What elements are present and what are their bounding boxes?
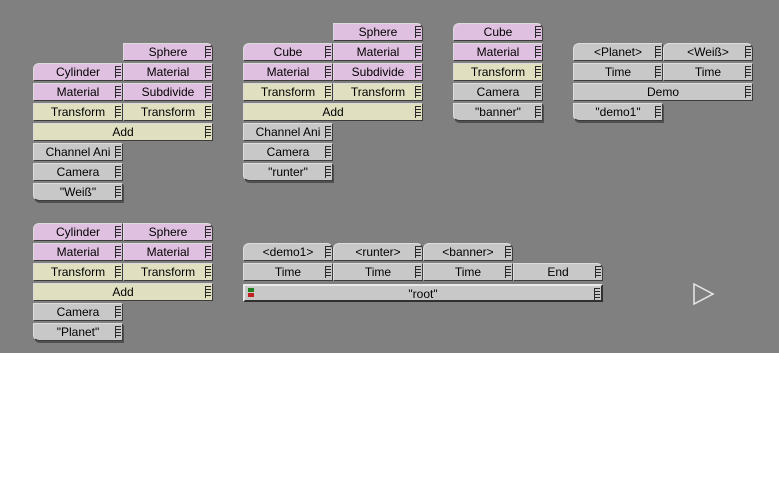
op-camera[interactable]: Camera bbox=[243, 143, 333, 161]
op-material[interactable]: Material bbox=[123, 63, 213, 81]
op-transform[interactable]: Transform bbox=[123, 103, 213, 121]
op-load-banner[interactable]: <banner> bbox=[423, 243, 513, 261]
status-red-icon bbox=[248, 293, 254, 297]
op-cube[interactable]: Cube bbox=[243, 43, 333, 61]
status-green-icon bbox=[248, 288, 254, 292]
op-time[interactable]: Time bbox=[423, 263, 513, 281]
op-sphere[interactable]: Sphere bbox=[333, 23, 423, 41]
op-transform[interactable]: Transform bbox=[453, 63, 543, 81]
op-camera[interactable]: Camera bbox=[33, 163, 123, 181]
op-root[interactable]: "root" bbox=[243, 284, 603, 302]
op-load-planet[interactable]: <Planet> bbox=[573, 43, 663, 61]
op-cylinder[interactable]: Cylinder bbox=[33, 223, 123, 241]
op-store-name[interactable]: "demo1" bbox=[573, 103, 663, 121]
op-store-name[interactable]: "banner" bbox=[453, 103, 543, 121]
op-time[interactable]: Time bbox=[663, 63, 753, 81]
op-cylinder[interactable]: Cylinder bbox=[33, 63, 123, 81]
op-load-demo1[interactable]: <demo1> bbox=[243, 243, 333, 261]
op-demo[interactable]: Demo bbox=[573, 83, 753, 101]
play-icon[interactable] bbox=[692, 282, 716, 306]
op-camera[interactable]: Camera bbox=[33, 303, 123, 321]
op-cube[interactable]: Cube bbox=[453, 23, 543, 41]
op-store-name[interactable]: "Planet" bbox=[33, 323, 123, 341]
op-sphere[interactable]: Sphere bbox=[123, 223, 213, 241]
op-material[interactable]: Material bbox=[333, 43, 423, 61]
op-transform[interactable]: Transform bbox=[33, 263, 123, 281]
op-sphere[interactable]: Sphere bbox=[123, 43, 213, 61]
op-material[interactable]: Material bbox=[33, 83, 123, 101]
op-root-label: "root" bbox=[408, 287, 438, 301]
op-channel-ani[interactable]: Channel Ani bbox=[243, 123, 333, 141]
op-material[interactable]: Material bbox=[33, 243, 123, 261]
op-time[interactable]: Time bbox=[243, 263, 333, 281]
op-time[interactable]: Time bbox=[333, 263, 423, 281]
op-store-name[interactable]: "runter" bbox=[243, 163, 333, 181]
op-add[interactable]: Add bbox=[33, 283, 213, 301]
op-camera[interactable]: Camera bbox=[453, 83, 543, 101]
op-end[interactable]: End bbox=[513, 263, 603, 281]
op-material[interactable]: Material bbox=[243, 63, 333, 81]
op-material[interactable]: Material bbox=[453, 43, 543, 61]
op-transform[interactable]: Transform bbox=[243, 83, 333, 101]
op-load-weiss[interactable]: <Weiß> bbox=[663, 43, 753, 61]
op-subdivide[interactable]: Subdivide bbox=[123, 83, 213, 101]
op-add[interactable]: Add bbox=[33, 123, 213, 141]
op-transform[interactable]: Transform bbox=[33, 103, 123, 121]
op-store-name[interactable]: "Weiß" bbox=[33, 183, 123, 201]
op-time[interactable]: Time bbox=[573, 63, 663, 81]
op-transform[interactable]: Transform bbox=[333, 83, 423, 101]
op-subdivide[interactable]: Subdivide bbox=[333, 63, 423, 81]
op-load-runter[interactable]: <runter> bbox=[333, 243, 423, 261]
op-channel-ani[interactable]: Channel Ani bbox=[33, 143, 123, 161]
op-transform[interactable]: Transform bbox=[123, 263, 213, 281]
op-material[interactable]: Material bbox=[123, 243, 213, 261]
op-add[interactable]: Add bbox=[243, 103, 423, 121]
operator-canvas[interactable]: Sphere Cylinder Material Material Subdiv… bbox=[0, 0, 779, 353]
